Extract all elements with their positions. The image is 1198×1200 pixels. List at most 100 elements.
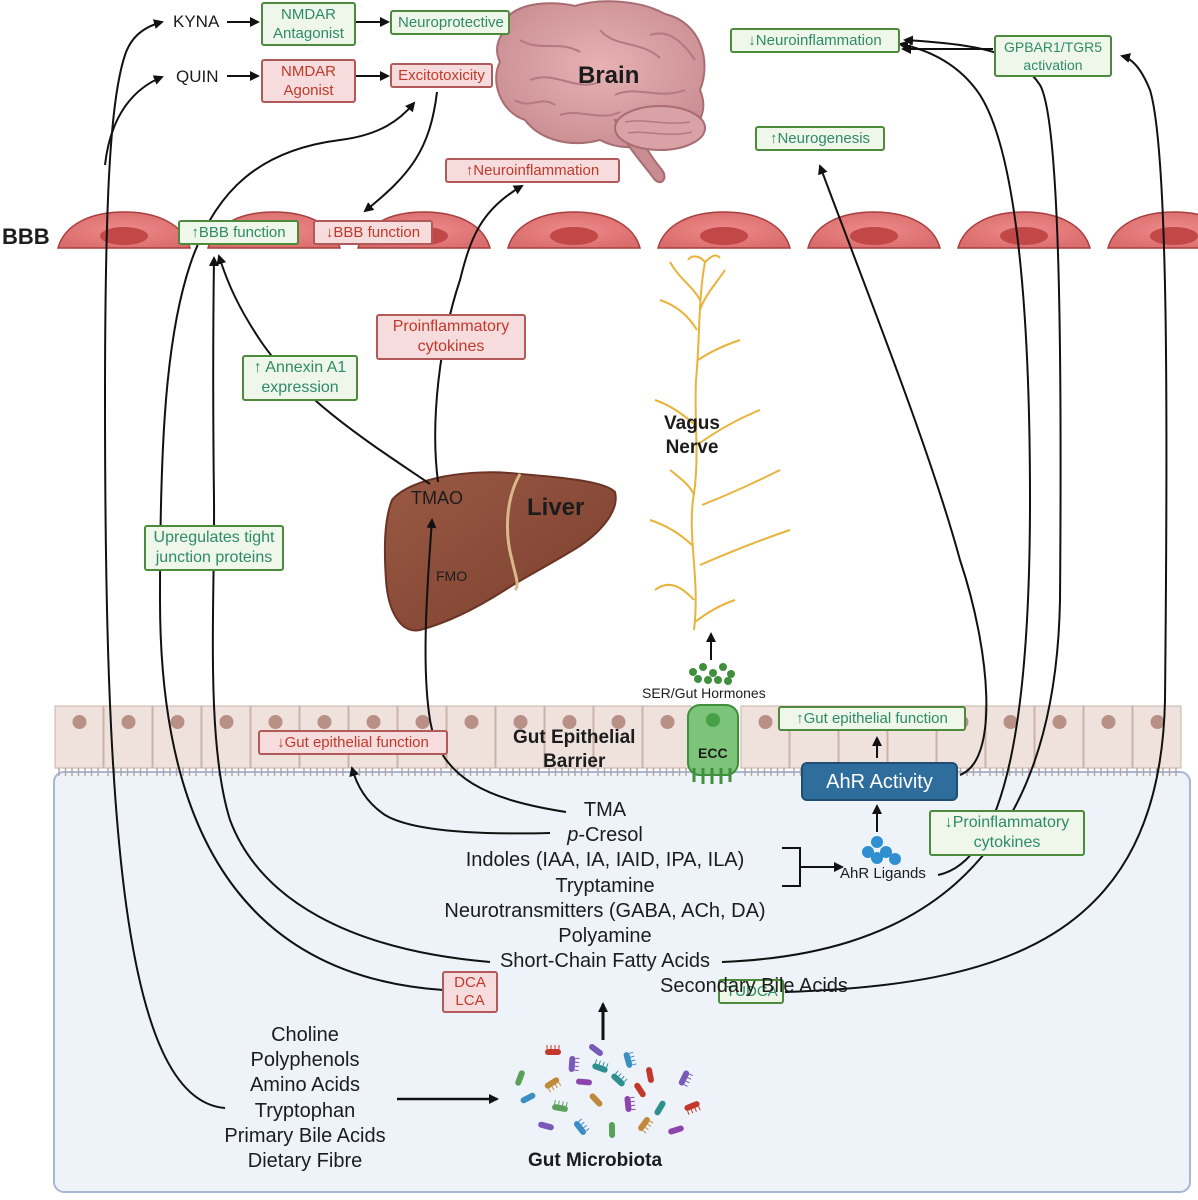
gut-epithelial-down-text: Gut epithelial function <box>284 734 429 751</box>
cell-nucleus <box>550 227 598 245</box>
up-arrow-icon: ↑ <box>796 710 804 727</box>
cell-nucleus <box>317 715 332 729</box>
excitotoxicity-box: Excitotoxicity <box>390 63 493 88</box>
cell-nucleus <box>100 227 148 245</box>
bbb-endothelium <box>57 211 1198 249</box>
diet-choline: Choline <box>271 1024 339 1046</box>
quin-label: QUIN <box>176 67 219 86</box>
cell-nucleus <box>366 715 381 729</box>
cell-nucleus <box>268 715 283 729</box>
cell-nucleus <box>513 715 528 729</box>
gut-lumen <box>53 771 1191 1193</box>
vagus-line-1: Vagus <box>664 413 720 434</box>
tight-junction-text: Upregulates tight junction proteins <box>153 529 275 566</box>
gut-microbiota-icon <box>515 1043 701 1138</box>
bacterium <box>646 1067 654 1083</box>
gut-microbiota-label: Gut Microbiota <box>528 1150 663 1171</box>
cell-nucleus <box>850 227 898 245</box>
gut-epithelial-down-box: ↓Gut epithelial function <box>258 730 448 755</box>
bacterium <box>538 1121 554 1131</box>
annexin-a1-box: ↑ Annexin A1 expression <box>242 355 358 401</box>
vagus-nerve-icon <box>649 254 791 631</box>
neuroinflammation-up-box: ↑Neuroinflammation <box>445 158 620 183</box>
bacterium <box>668 1125 684 1135</box>
down-arrow-icon: ↓ <box>277 734 285 751</box>
gpbar1-tgr5-box: GPBAR1/TGR5 activation <box>994 35 1112 77</box>
up-arrow-icon: ↑ <box>191 224 199 241</box>
metabolite-neurotransmitters: Neurotransmitters (GABA, ACh, DA) <box>444 899 766 922</box>
fmo-label: FMO <box>436 568 468 584</box>
brain-icon <box>495 0 706 184</box>
cell-nucleus <box>72 715 87 729</box>
ecc-cell-icon <box>687 704 739 784</box>
cell-nucleus <box>1150 715 1165 729</box>
bbb-label: BBB <box>2 224 50 249</box>
cell-nucleus <box>1052 715 1067 729</box>
metabolite-secondary-bile-acids: Secondary Bile Acids <box>660 975 848 998</box>
ser-hormone-dots <box>689 663 735 685</box>
dca-lca-text: DCA LCA <box>454 974 486 1009</box>
proinflammatory-cytokines-box: Proinflammatory cytokines <box>376 314 526 360</box>
down-arrow-icon: ↓ <box>748 32 756 49</box>
metabolite-p-cresol: p-Cresol <box>567 824 643 847</box>
bbb-function-up-box: ↑BBB function <box>178 220 299 245</box>
neurogenesis-text: Neurogenesis <box>777 130 871 147</box>
pathway-arrows <box>103 17 1168 1109</box>
cell-nucleus <box>700 227 748 245</box>
tight-junction-box: Upregulates tight junction proteins <box>144 525 284 571</box>
cell-nucleus <box>1150 227 1198 245</box>
bbb-up-text: BBB function <box>198 224 286 241</box>
metabolite-polyamine: Polyamine <box>558 924 652 947</box>
cell-nucleus <box>464 715 479 729</box>
bacterium <box>678 1070 694 1087</box>
tudca-box: TUDCA <box>718 979 784 1004</box>
bacterium <box>545 1045 561 1055</box>
nmdar-antagonist-text: NMDAR Antagonist <box>273 6 344 42</box>
cell-nucleus <box>415 715 430 729</box>
annexin-text: ↑ Annexin A1 expression <box>253 359 347 396</box>
gut-epithelial-up-box: ↑Gut epithelial function <box>778 706 966 731</box>
bacterium <box>611 1070 628 1087</box>
proinflammatory-down-text: ↓Proinflammatory cytokines <box>944 814 1070 851</box>
up-arrow-icon: ↑ <box>769 130 778 147</box>
bacterium <box>589 1093 603 1107</box>
bacterium <box>515 1070 525 1086</box>
gut-epithelial-up-text: Gut epithelial function <box>803 710 948 727</box>
nmdar-antagonist-box: NMDAR Antagonist <box>261 2 356 46</box>
cell-nucleus <box>219 715 234 729</box>
neurogenesis-up-box: ↑Neurogenesis <box>755 126 885 151</box>
diet-amino-acids: Amino Acids <box>249 1074 361 1097</box>
cell-nucleus <box>1000 227 1048 245</box>
ahr-ligand-dots <box>862 836 901 865</box>
down-arrow-icon: ↓ <box>325 224 334 241</box>
bacterium <box>684 1101 701 1115</box>
cell-nucleus <box>660 715 675 729</box>
bbb-function-down-box: ↓BBB function <box>313 220 433 245</box>
liver-icon <box>383 471 617 632</box>
gut-barrier-line-1: Gut Epithelial <box>513 727 636 748</box>
neuroprotective-box: Neuroprotective <box>390 10 510 35</box>
bacterium <box>576 1078 592 1086</box>
bacterium <box>623 1051 637 1068</box>
bacterium <box>568 1056 580 1072</box>
bacterium <box>608 1122 616 1138</box>
up-arrow-icon: ↑ <box>253 359 266 376</box>
metabolite-tryptamine: Tryptamine <box>555 874 655 897</box>
bacterium <box>638 1116 654 1134</box>
tmao-label: TMAO <box>411 488 463 508</box>
cell-nucleus <box>758 715 773 729</box>
dietary-input-list: Choline Polyphenols Amino Acids Tryptoph… <box>205 1023 405 1174</box>
cell-nucleus <box>611 715 626 729</box>
bacterium <box>544 1077 562 1093</box>
ser-hormones-label: SER/Gut Hormones <box>642 685 766 701</box>
bacterium <box>634 1082 646 1098</box>
vagus-nerve-label: Vagus Nerve <box>664 412 720 460</box>
nmdar-agonist-box: NMDAR Agonist <box>261 59 356 103</box>
vagus-line-2: Nerve <box>665 437 719 458</box>
gut-barrier-line-2: Barrier <box>543 751 606 772</box>
cell-nucleus <box>170 715 185 729</box>
cell-nucleus <box>121 715 136 729</box>
bbb-down-text: BBB function <box>333 224 421 241</box>
gut-barrier-label: Gut Epithelial Barrier <box>513 726 635 774</box>
